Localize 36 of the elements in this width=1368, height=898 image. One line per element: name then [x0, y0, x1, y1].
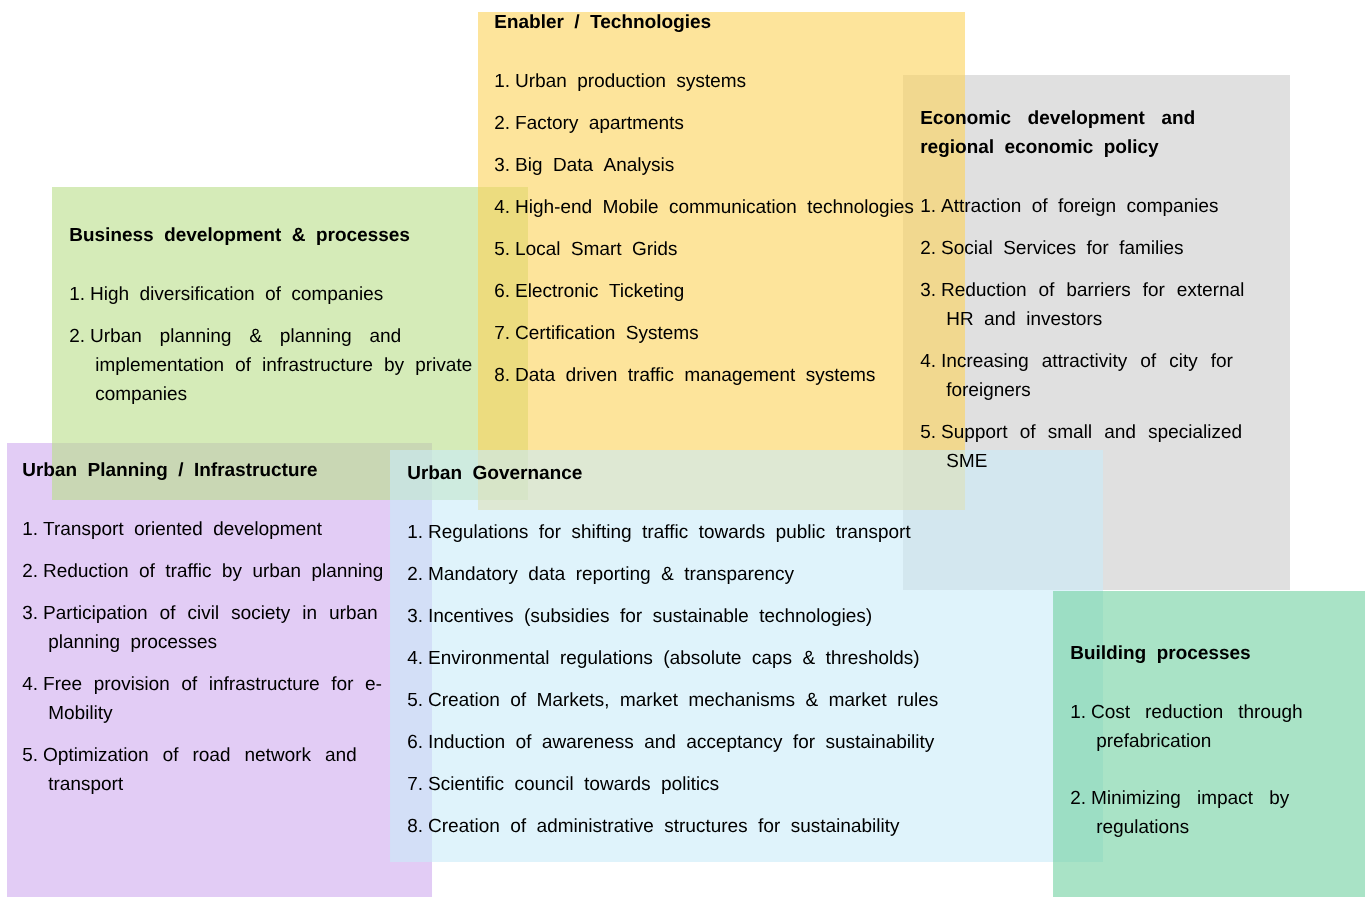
list-item: 7. Scientific council towards politics	[408, 776, 719, 794]
list-item: 4. High-end Mobile communication technologies	[494, 199, 914, 217]
list-item: 5. Local Smart Grids	[494, 241, 677, 256]
list-item: 1. Attraction of foreign companies	[921, 198, 1218, 216]
list-item: 3. Big Data Analysis	[494, 157, 674, 175]
list-item: 1. Regulations for shifting traffic towards public transport	[408, 524, 911, 542]
panel-heading: Enabler / Technologies	[495, 14, 711, 32]
list-item: 2. Factory apartments	[495, 115, 684, 133]
list-item: 1. High diversification of companies	[70, 286, 383, 304]
list-item: 2. Minimizing impact by regulations	[1071, 790, 1290, 837]
list-item: 5. Optimization of road network and transport	[22, 747, 356, 794]
list-item: 8. Creation of administrative structures for sustainability	[408, 818, 900, 836]
list-item: 7. Certification Systems	[495, 325, 698, 343]
list-item: 1. Transport oriented development	[23, 521, 322, 539]
list-item: 5. Support of small and specialized SME	[920, 424, 1241, 468]
panel-heading: Urban Planning / Infrastructure	[23, 462, 317, 480]
list-item: 2. Social Services for families	[921, 240, 1183, 255]
list-item: 4. Free provision of infrastructure for e-Mobility	[22, 676, 382, 723]
list-item: 6. Induction of awareness and acceptancy for sustainability	[408, 734, 935, 752]
list-item: 1. Urban production systems	[495, 73, 746, 91]
list-item: 4. Increasing attractivity of city for foreigners	[920, 353, 1233, 400]
list-item: 3. Participation of civil society in urban planning processes	[22, 605, 377, 652]
panel-heading: Economic development and regional economic policy	[921, 110, 1194, 157]
panel-heading: Urban Governance	[408, 465, 582, 480]
list-item: 8. Data driven traffic management systems	[495, 367, 875, 385]
list-item: 3. Reduction of barriers for external HR and investors	[920, 282, 1244, 326]
list-item: 3. Incentives (subsidies for sustainable technologies)	[407, 608, 871, 626]
list-item: 1. Cost reduction through prefabrication	[1071, 704, 1302, 751]
panel-heading: Business development & processes	[70, 227, 410, 245]
list-item: 4. Environmental regulations (absolute caps & thresholds)	[407, 650, 919, 668]
list-item: 5. Creation of Markets, market mechanisms & market rules	[407, 692, 938, 709]
list-item: 2. Urban planning & planning and implementation of infrastructure by private companies	[70, 328, 472, 404]
panel-heading: Building processes	[1071, 645, 1250, 663]
list-item: 2. Mandatory data reporting & transparency	[408, 566, 794, 584]
list-item: 6. Electronic Ticketing	[495, 283, 683, 301]
list-item: 2. Reduction of traffic by urban planning	[23, 563, 383, 581]
